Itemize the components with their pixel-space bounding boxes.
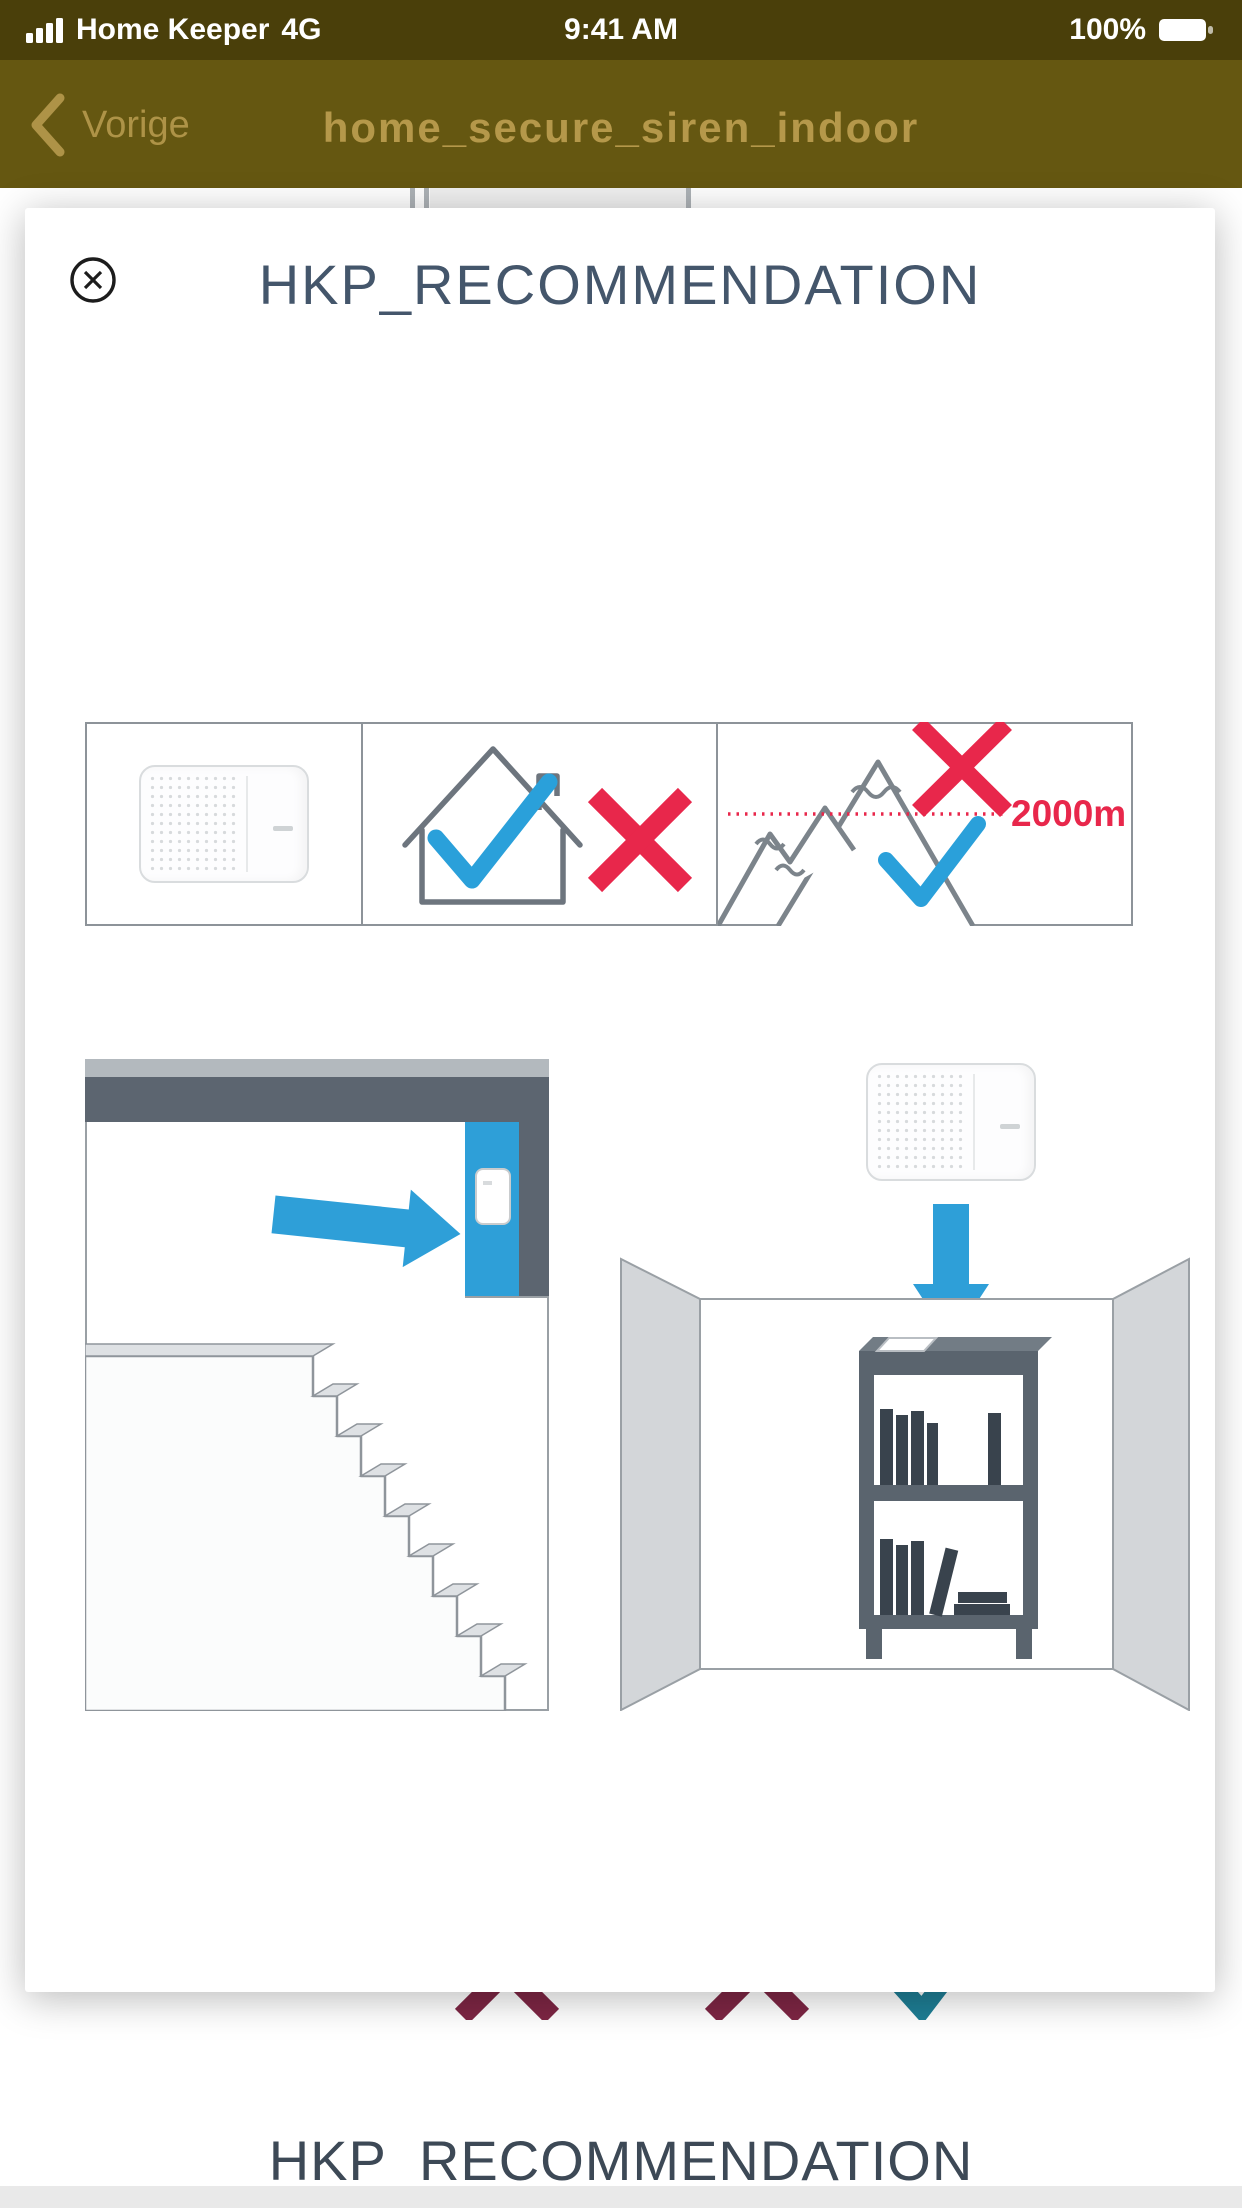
mounted-siren-device [475,1168,511,1225]
siren-on-shelf [874,1337,939,1352]
recommendation-modal: HKP_RECOMMENDATION [25,208,1215,1992]
device-logo-mark [273,826,293,832]
close-icon [70,257,116,303]
wall-corner [519,1077,549,1297]
check-icon [878,816,986,907]
indoor-use-panel [361,724,716,924]
altitude-panel: 2000m [716,722,1131,926]
speaker-grille [875,1072,965,1172]
device-seam [972,1074,975,1170]
network-label: 4G [281,13,322,46]
back-button-label: Vorige [82,103,190,146]
underlying-content-bottom [0,1992,1242,2020]
room-right-wall [1112,1257,1190,1711]
siren-device-illustration [139,765,309,883]
nav-bar: Vorige home_secure_siren_indoor [0,60,1242,188]
clock: 9:41 AM [564,13,678,46]
check-icon [427,773,558,889]
dimmed-x-icon [454,1992,560,2020]
recommendation-strip: 2000m [85,722,1133,926]
status-left: Home Keeper 4G [26,13,321,47]
room-left-wall [620,1257,701,1711]
altitude-label: 2000m [1011,793,1126,834]
siren-device-illustration [866,1063,1036,1181]
close-button[interactable] [69,256,117,304]
altitude-illustration: 2000m [718,722,1126,926]
bookshelf [859,1337,1052,1659]
house-check-x-illustration [402,746,693,905]
battery-icon [1159,19,1213,41]
back-button[interactable]: Vorige [28,92,190,158]
underlying-page-title: HKP_RECOMMENDATION [268,2129,974,2192]
speaker-grille [148,774,238,874]
wall-mount-illustration [83,1059,549,1713]
x-icon [587,787,693,893]
status-right: 100% [1069,13,1216,47]
carrier-label: Home Keeper [76,13,270,46]
right-arrow-icon [271,1189,461,1268]
battery-percent-label: 100% [1069,13,1146,46]
ceiling-top-face [85,1059,549,1077]
page-title: home_secure_siren_indoor [322,104,920,151]
modal-title: HKP_RECOMMENDATION [258,253,982,316]
underlying-page-footer [0,2186,1242,2208]
x-icon [912,722,1012,818]
device-panel [87,724,361,924]
underlying-content-top [0,188,1242,208]
house-icon [402,746,583,848]
dimmed-x-icon [704,1992,810,2020]
back-chevron-icon [31,93,65,157]
device-logo-mark [1000,1124,1020,1130]
shelf-placement-illustration [620,1059,1190,1711]
device-seam [245,776,248,872]
cellular-signal-icon [26,17,63,43]
ceiling-beam [85,1077,549,1122]
dimmed-check-icon [893,1992,948,2020]
status-bar: Home Keeper 4G 9:41 AM 100% [0,0,1242,60]
